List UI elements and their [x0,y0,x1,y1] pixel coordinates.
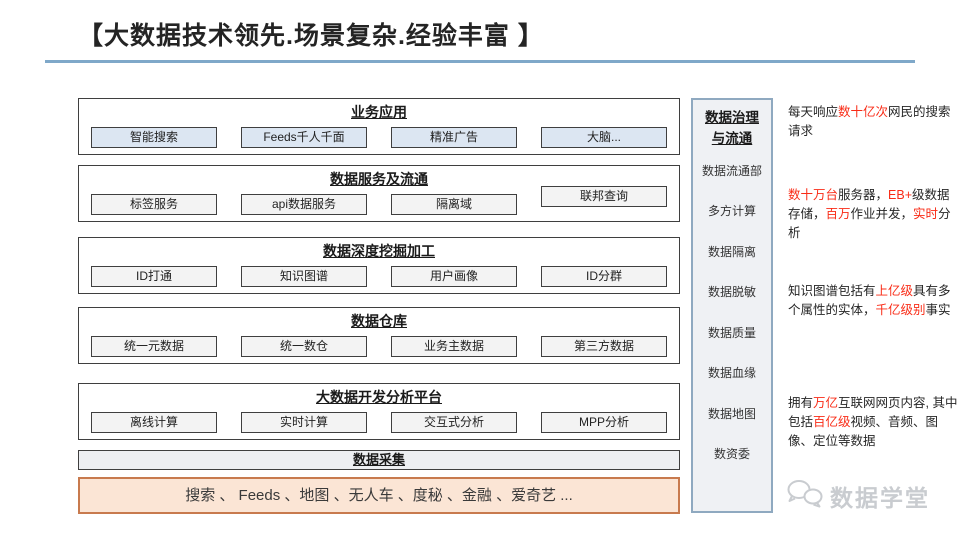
box-precision-ads: 精准广告 [391,127,517,148]
annotation-web-content: 拥有万亿互联网网页内容, 其中包括百亿级视频、音频、图像、定位等数据 [788,396,958,448]
sidebar-data-governance: 数据治理与流通 数据流通部 多方计算 数据隔离 数据脱敏 数据质量 数据血缘 数… [691,98,773,513]
sidebar-item-data-map: 数据地图 [707,406,756,421]
layer-data-warehouse: 数据仓库 统一元数据 统一数仓 业务主数据 第三方数据 [78,307,680,364]
box-unified-metadata: 统一元数据 [91,336,217,357]
layer-boxes: 离线计算 实时计算 交互式分析 MPP分析 [79,407,679,433]
layer-title: 大数据开发分析平台 [316,389,442,405]
box-unified-warehouse: 统一数仓 [241,336,367,357]
box-id-clustering: ID分群 [541,266,667,287]
box-isolation-domain: 隔离域 [391,194,517,215]
layer-boxes: 智能搜索 Feeds千人千面 精准广告 大脑... [79,122,679,148]
box-feeds: Feeds千人千面 [241,127,367,148]
sidebar-item-data-lineage: 数据血缘 [707,366,756,381]
watermark-logo: 数据学堂 [786,478,930,513]
sidebar-item-data-isolation: 数据隔离 [707,244,756,259]
wechat-icon [786,478,824,513]
layer-boxes: ID打通 知识图谱 用户画像 ID分群 [79,261,679,287]
sidebar-item-data-asset-committee: 数资委 [713,446,750,461]
sidebar-item-data-quality: 数据质量 [707,325,756,340]
layer-data-services: 数据服务及流通 标签服务 api数据服务 隔离域 联邦查询 [78,165,680,222]
layer-title: 数据深度挖掘加工 [323,243,435,259]
box-api-data-service: api数据服务 [241,194,367,215]
sidebar-item-data-circulation-dept: 数据流通部 [701,164,762,178]
watermark-text: 数据学堂 [830,484,930,511]
box-tag-service: 标签服务 [91,194,217,215]
layer-deep-mining: 数据深度挖掘加工 ID打通 知识图谱 用户画像 ID分群 [78,237,680,294]
annotation-search-requests: 每天响应数十亿次网民的搜索请求 [788,105,951,138]
layer-bigdata-platform: 大数据开发分析平台 离线计算 实时计算 交互式分析 MPP分析 [78,383,680,440]
box-mpp-analysis: MPP分析 [541,412,667,433]
box-third-party-data: 第三方数据 [541,336,667,357]
data-sources-bar: 搜索 、 Feeds 、地图 、无人车 、度秘 、金融 、爱奇艺 ... [78,477,680,514]
layer-title: 数据服务及流通 [330,171,428,187]
annotation-servers-storage: 数十万台服务器，EB+级数据存储，百万作业并发，实时分析 [788,188,951,240]
layer-boxes: 统一元数据 统一数仓 业务主数据 第三方数据 [79,331,679,357]
sidebar-header: 数据治理与流通 [705,110,759,146]
layer-title: 数据仓库 [351,313,407,329]
box-smart-search: 智能搜索 [91,127,217,148]
box-user-profile: 用户画像 [391,266,517,287]
box-interactive-analysis: 交互式分析 [391,412,517,433]
page-title: 【大数据技术领先.场景复杂.经验丰富 】 [78,22,544,50]
layer-business-apps: 业务应用 智能搜索 Feeds千人千面 精准广告 大脑... [78,98,680,155]
data-collection-bar: 数据采集 [78,450,680,470]
sidebar-item-multiparty-compute: 多方计算 [707,204,756,219]
layer-boxes: 标签服务 api数据服务 隔离域 联邦查询 [79,186,679,215]
box-knowledge-graph: 知识图谱 [241,266,367,287]
sidebar-items: 数据流通部 多方计算 数据隔离 数据脱敏 数据质量 数据血缘 数据地图 数资委 [693,162,771,462]
box-offline-compute: 离线计算 [91,412,217,433]
box-federated-query: 联邦查询 [541,186,667,207]
sidebar-item-data-masking: 数据脱敏 [707,285,756,300]
title-divider [45,60,915,63]
layer-title: 业务应用 [351,104,407,120]
box-id-mapping: ID打通 [91,266,217,287]
box-realtime-compute: 实时计算 [241,412,367,433]
box-business-master-data: 业务主数据 [391,336,517,357]
box-brain: 大脑... [541,127,667,148]
annotation-knowledge-graph: 知识图谱包括有上亿级具有多个属性的实体，千亿级别事实 [788,284,951,317]
